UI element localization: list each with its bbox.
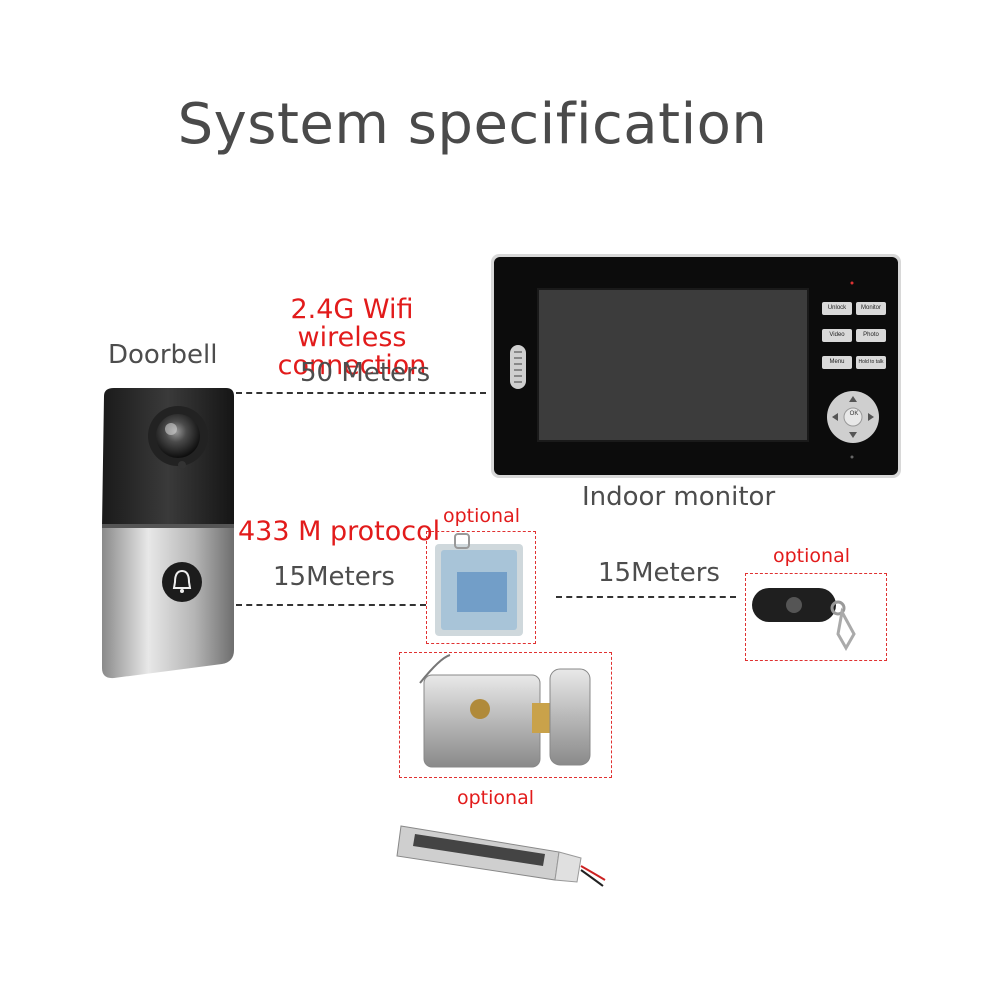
magnetic-lock [395, 822, 607, 894]
remote-distance: 15Meters [598, 558, 720, 588]
hold-to-talk-button[interactable]: Hold to talk [856, 356, 886, 369]
rf-connection-line [236, 604, 426, 606]
remote-box [745, 573, 887, 661]
receiver-module [435, 533, 523, 636]
video-button[interactable]: Video [822, 329, 852, 342]
electric-lock [419, 654, 591, 768]
bell-button[interactable] [160, 560, 204, 604]
wifi-label-line2: connection [277, 350, 427, 381]
monitor-button-grid: Unlock Monitor Video Photo Menu Hold to … [822, 302, 886, 369]
electric-lock-box [399, 652, 612, 778]
ok-button[interactable]: OK [849, 411, 859, 417]
doorbell-label: Doorbell [108, 340, 218, 370]
unlock-button[interactable]: Unlock [822, 302, 852, 315]
doorbell-device [98, 386, 238, 682]
wifi-label-line1: 2.4G Wifi wireless [290, 294, 414, 353]
photo-button[interactable]: Photo [856, 329, 886, 342]
receiver-box [426, 531, 536, 644]
monitor-label: Indoor monitor [582, 482, 776, 512]
lock-optional-label: optional [457, 787, 535, 809]
indoor-monitor [490, 253, 902, 479]
page-title: System specification [177, 92, 768, 157]
menu-button[interactable]: Menu [822, 356, 852, 369]
wifi-connection-line [236, 392, 486, 394]
wifi-distance: 50 Meters [300, 358, 431, 388]
wifi-link-label: 2.4G Wifi wireless connection [232, 296, 472, 380]
receiver-optional-label: optional [443, 505, 521, 527]
remote-optional-label: optional [773, 545, 851, 567]
remote-connection-line [556, 596, 736, 598]
rf-protocol-label: 433 M protocol [238, 516, 441, 547]
remote-key-fob [752, 588, 856, 652]
rf-distance: 15Meters [273, 562, 395, 592]
monitor-button[interactable]: Monitor [856, 302, 886, 315]
bell-icon [172, 569, 192, 593]
